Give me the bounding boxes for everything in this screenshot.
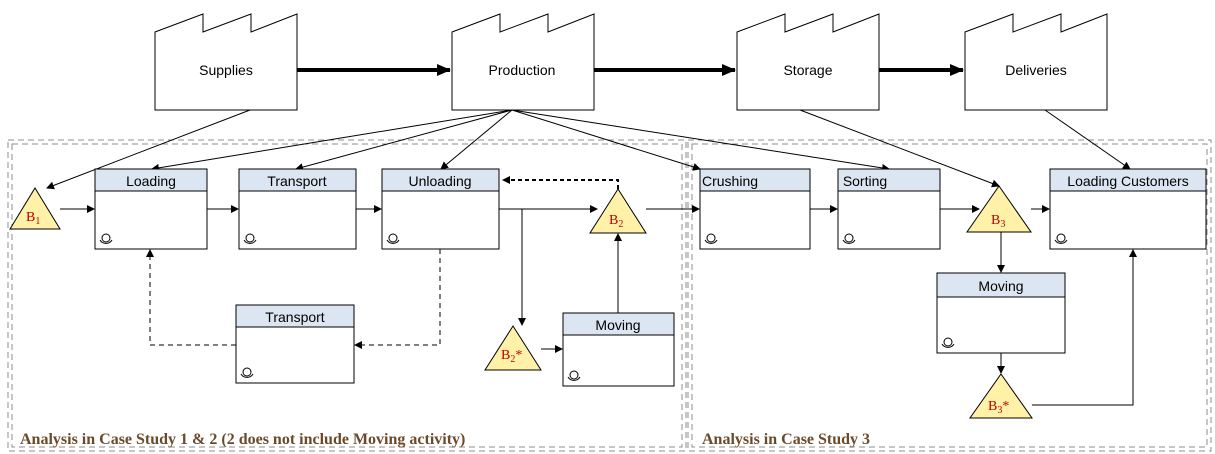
svg-text:B3: B3	[991, 213, 1005, 230]
activity-loading: Loading	[94, 168, 208, 250]
region-case12-label: Analysis in Case Study 1 & 2 (2 does not…	[20, 431, 465, 448]
buffer-b3-star: B3*	[969, 373, 1033, 419]
buffer-b1: B1	[9, 187, 61, 230]
buffer-b2: B2	[589, 188, 647, 234]
facility-storage-label: Storage	[783, 62, 832, 78]
svg-text:B3*: B3*	[988, 399, 1009, 416]
facility-supplies: Supplies	[154, 13, 298, 111]
operator-icon	[1054, 233, 1068, 244]
operator-icon	[386, 233, 400, 244]
activity-unloading: Unloading	[381, 168, 500, 250]
facility-production-label: Production	[489, 62, 556, 78]
activity-moving-2: Moving	[936, 272, 1066, 354]
facility-deliveries-label: Deliveries	[1005, 62, 1066, 78]
operator-icon	[941, 337, 955, 348]
facility-deliveries: Deliveries	[964, 13, 1108, 111]
activity-transport-2-label: Transport	[265, 309, 325, 325]
activity-transport-1: Transport	[238, 168, 357, 250]
activity-moving-1-label: Moving	[595, 317, 640, 333]
operator-icon	[240, 367, 254, 378]
svg-text:B2*: B2*	[501, 348, 522, 365]
facility-supplies-label: Supplies	[199, 62, 253, 78]
region-case3: Analysis in Case Study 3	[687, 139, 1212, 452]
operator-icon	[842, 233, 856, 244]
activity-sorting: Sorting	[837, 168, 941, 250]
flow-arrows	[60, 205, 1137, 406]
activity-loading-customers-label: Loading Customers	[1067, 173, 1188, 189]
region-case3-label: Analysis in Case Study 3	[702, 431, 870, 448]
operator-icon	[704, 233, 718, 244]
activity-transport-2: Transport	[235, 304, 355, 384]
activity-unloading-label: Unloading	[408, 173, 471, 189]
dashed-return-arrows	[146, 249, 441, 349]
activity-transport-1-label: Transport	[267, 173, 327, 189]
activity-moving-2-label: Moving	[978, 278, 1023, 294]
facility-links	[46, 109, 1131, 190]
activity-crushing: Crushing	[699, 168, 811, 250]
svg-text:B2: B2	[609, 213, 623, 230]
buffer-b2-star: B2*	[484, 325, 542, 371]
svg-text:B1: B1	[26, 210, 40, 227]
facility-production: Production	[451, 13, 595, 111]
dashed-b2-to-unloading	[502, 176, 619, 189]
operator-icon	[567, 370, 581, 381]
activity-crushing-label: Crushing	[702, 173, 758, 189]
facility-storage: Storage	[736, 13, 880, 111]
operator-icon	[99, 233, 113, 244]
operator-icon	[243, 233, 257, 244]
buffer-b3: B3	[966, 185, 1032, 233]
activity-moving-1: Moving	[562, 312, 675, 387]
region-case12: Analysis in Case Study 1 & 2 (2 does not…	[7, 139, 687, 452]
activity-loading-customers: Loading Customers	[1049, 168, 1207, 250]
activity-sorting-label: Sorting	[843, 173, 887, 189]
activity-loading-label: Loading	[126, 173, 176, 189]
